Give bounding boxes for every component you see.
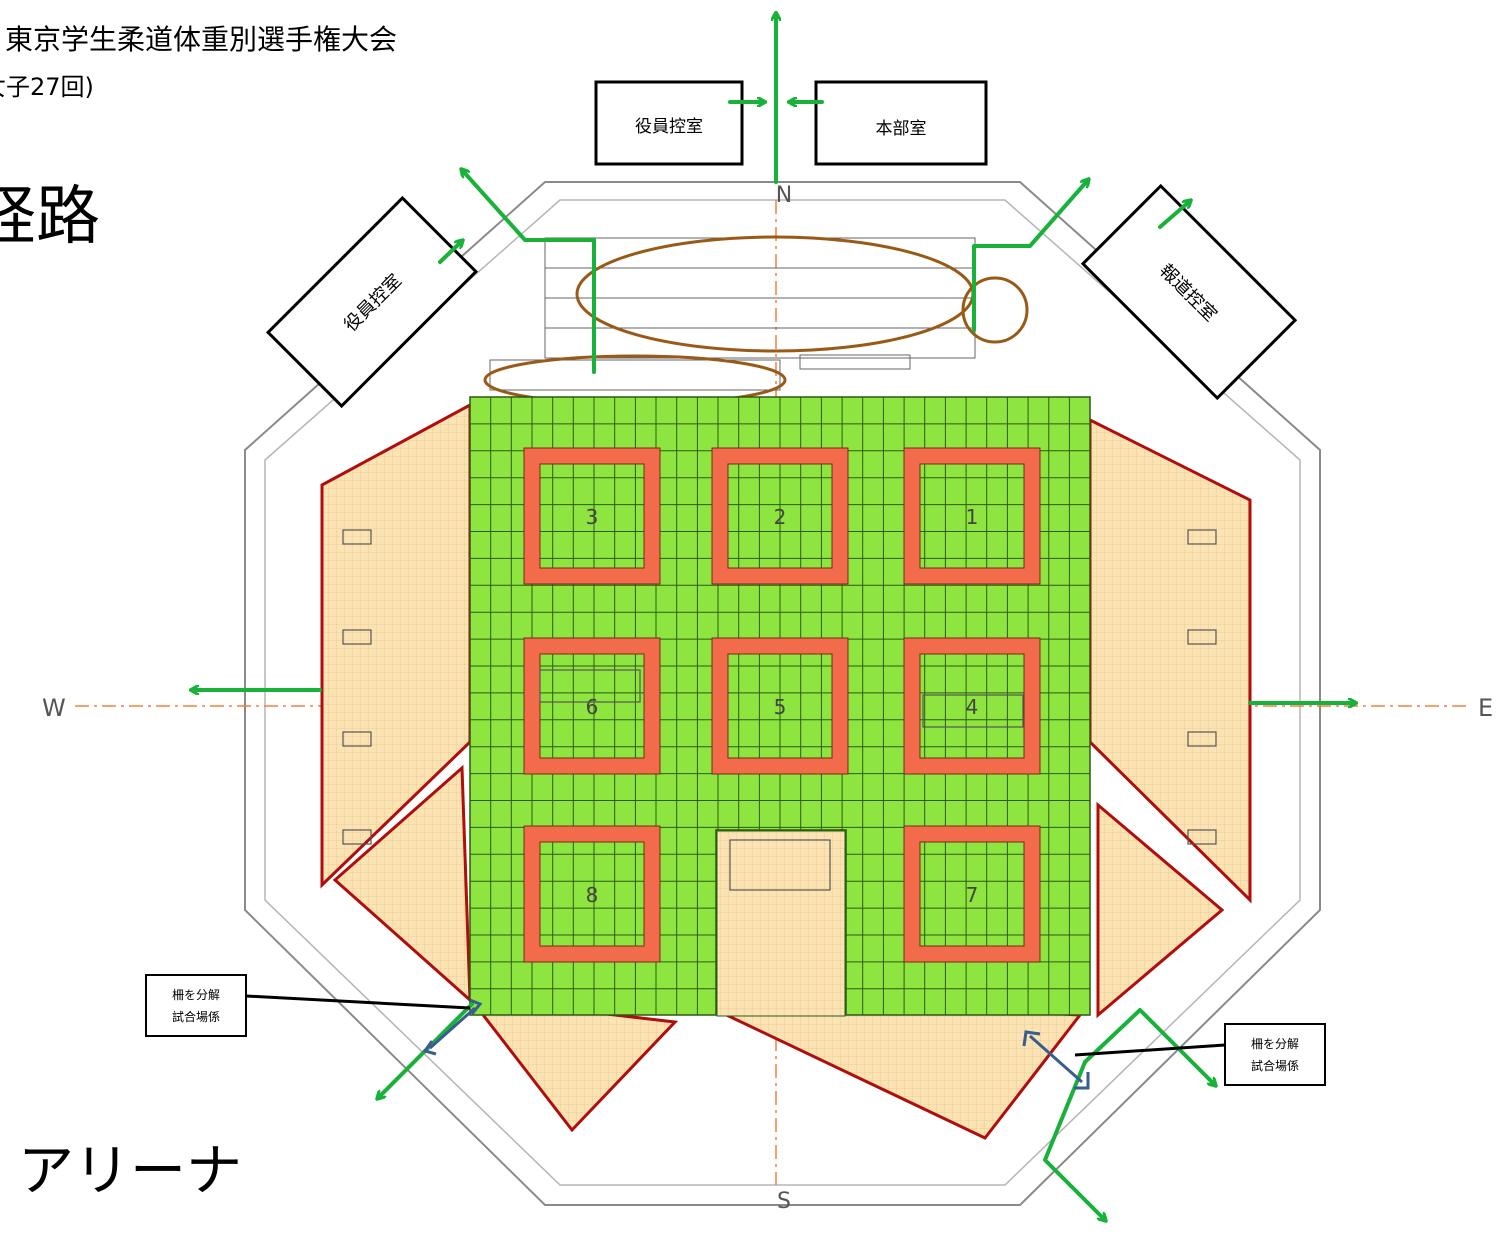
callout-left: 柵を分解 試合場係: [145, 974, 471, 1037]
arena-heading: アリーナ: [18, 1139, 242, 1204]
route-northwest: [462, 170, 596, 374]
compass-east: E: [1478, 694, 1493, 722]
press-room: 報道控室: [1080, 183, 1298, 401]
route-to-press: [1158, 201, 1190, 229]
mat-number-6: 6: [586, 695, 599, 719]
mat-number-7: 7: [966, 883, 979, 907]
side-furniture: [342, 529, 1217, 891]
mat-number-5: 5: [774, 695, 787, 719]
page-subtitle: 女子27回): [0, 73, 94, 101]
mat-4: 4: [903, 637, 1041, 775]
mat-5: 5: [711, 637, 849, 775]
mat-number-4: 4: [966, 695, 979, 719]
mat-6: 6: [523, 637, 661, 775]
route-southeast-b: [1043, 1060, 1105, 1220]
seating-ovals: [483, 235, 1029, 406]
mat-1: 1: [903, 447, 1041, 585]
compass-south: S: [777, 1189, 791, 1214]
officials-room-top: 役員控室: [594, 80, 744, 166]
page-title: 東京学生柔道体重別選手権大会: [5, 23, 397, 56]
top-seating-area: [489, 237, 976, 391]
callout-right-line2: 試合場係: [1251, 1058, 1299, 1073]
route-southeast-a: [1083, 1008, 1215, 1085]
mat-8: 8: [523, 825, 661, 963]
evacuation-routes: [192, 14, 1355, 1220]
mat-number-1: 1: [966, 505, 979, 529]
officials-room-top-label: 役員控室: [635, 117, 703, 137]
officials-room-left: 役員控室: [265, 195, 479, 409]
mat-number-8: 8: [586, 883, 599, 907]
route-northeast: [972, 180, 1088, 332]
compass-north: N: [776, 183, 792, 208]
mat-number-2: 2: [774, 505, 787, 529]
fence-swap-arrows: [422, 998, 1090, 1090]
callout-left-line1: 柵を分解: [172, 988, 220, 1002]
callout-left-line2: 試合場係: [172, 1009, 220, 1024]
mat-2: 2: [711, 447, 849, 585]
seat-oval-top: [575, 235, 975, 353]
headquarters-room-label: 本部室: [876, 119, 927, 139]
competition-mats: 1 2 3 4 5 6 7 8: [523, 447, 1041, 963]
mat-7: 7: [903, 825, 1041, 963]
mat-number-3: 3: [586, 505, 599, 529]
route-to-officials-left: [438, 241, 462, 264]
compass-west: W: [42, 694, 66, 722]
callout-right-line1: 柵を分解: [1251, 1037, 1299, 1051]
mat-area: [469, 396, 1091, 1017]
mat-3: 3: [523, 447, 661, 585]
seat-oval-right: [961, 276, 1029, 344]
callout-right: 柵を分解 試合場係: [1074, 1023, 1326, 1086]
headquarters-room: 本部室: [814, 80, 988, 166]
route-heading: 経路: [0, 180, 100, 254]
